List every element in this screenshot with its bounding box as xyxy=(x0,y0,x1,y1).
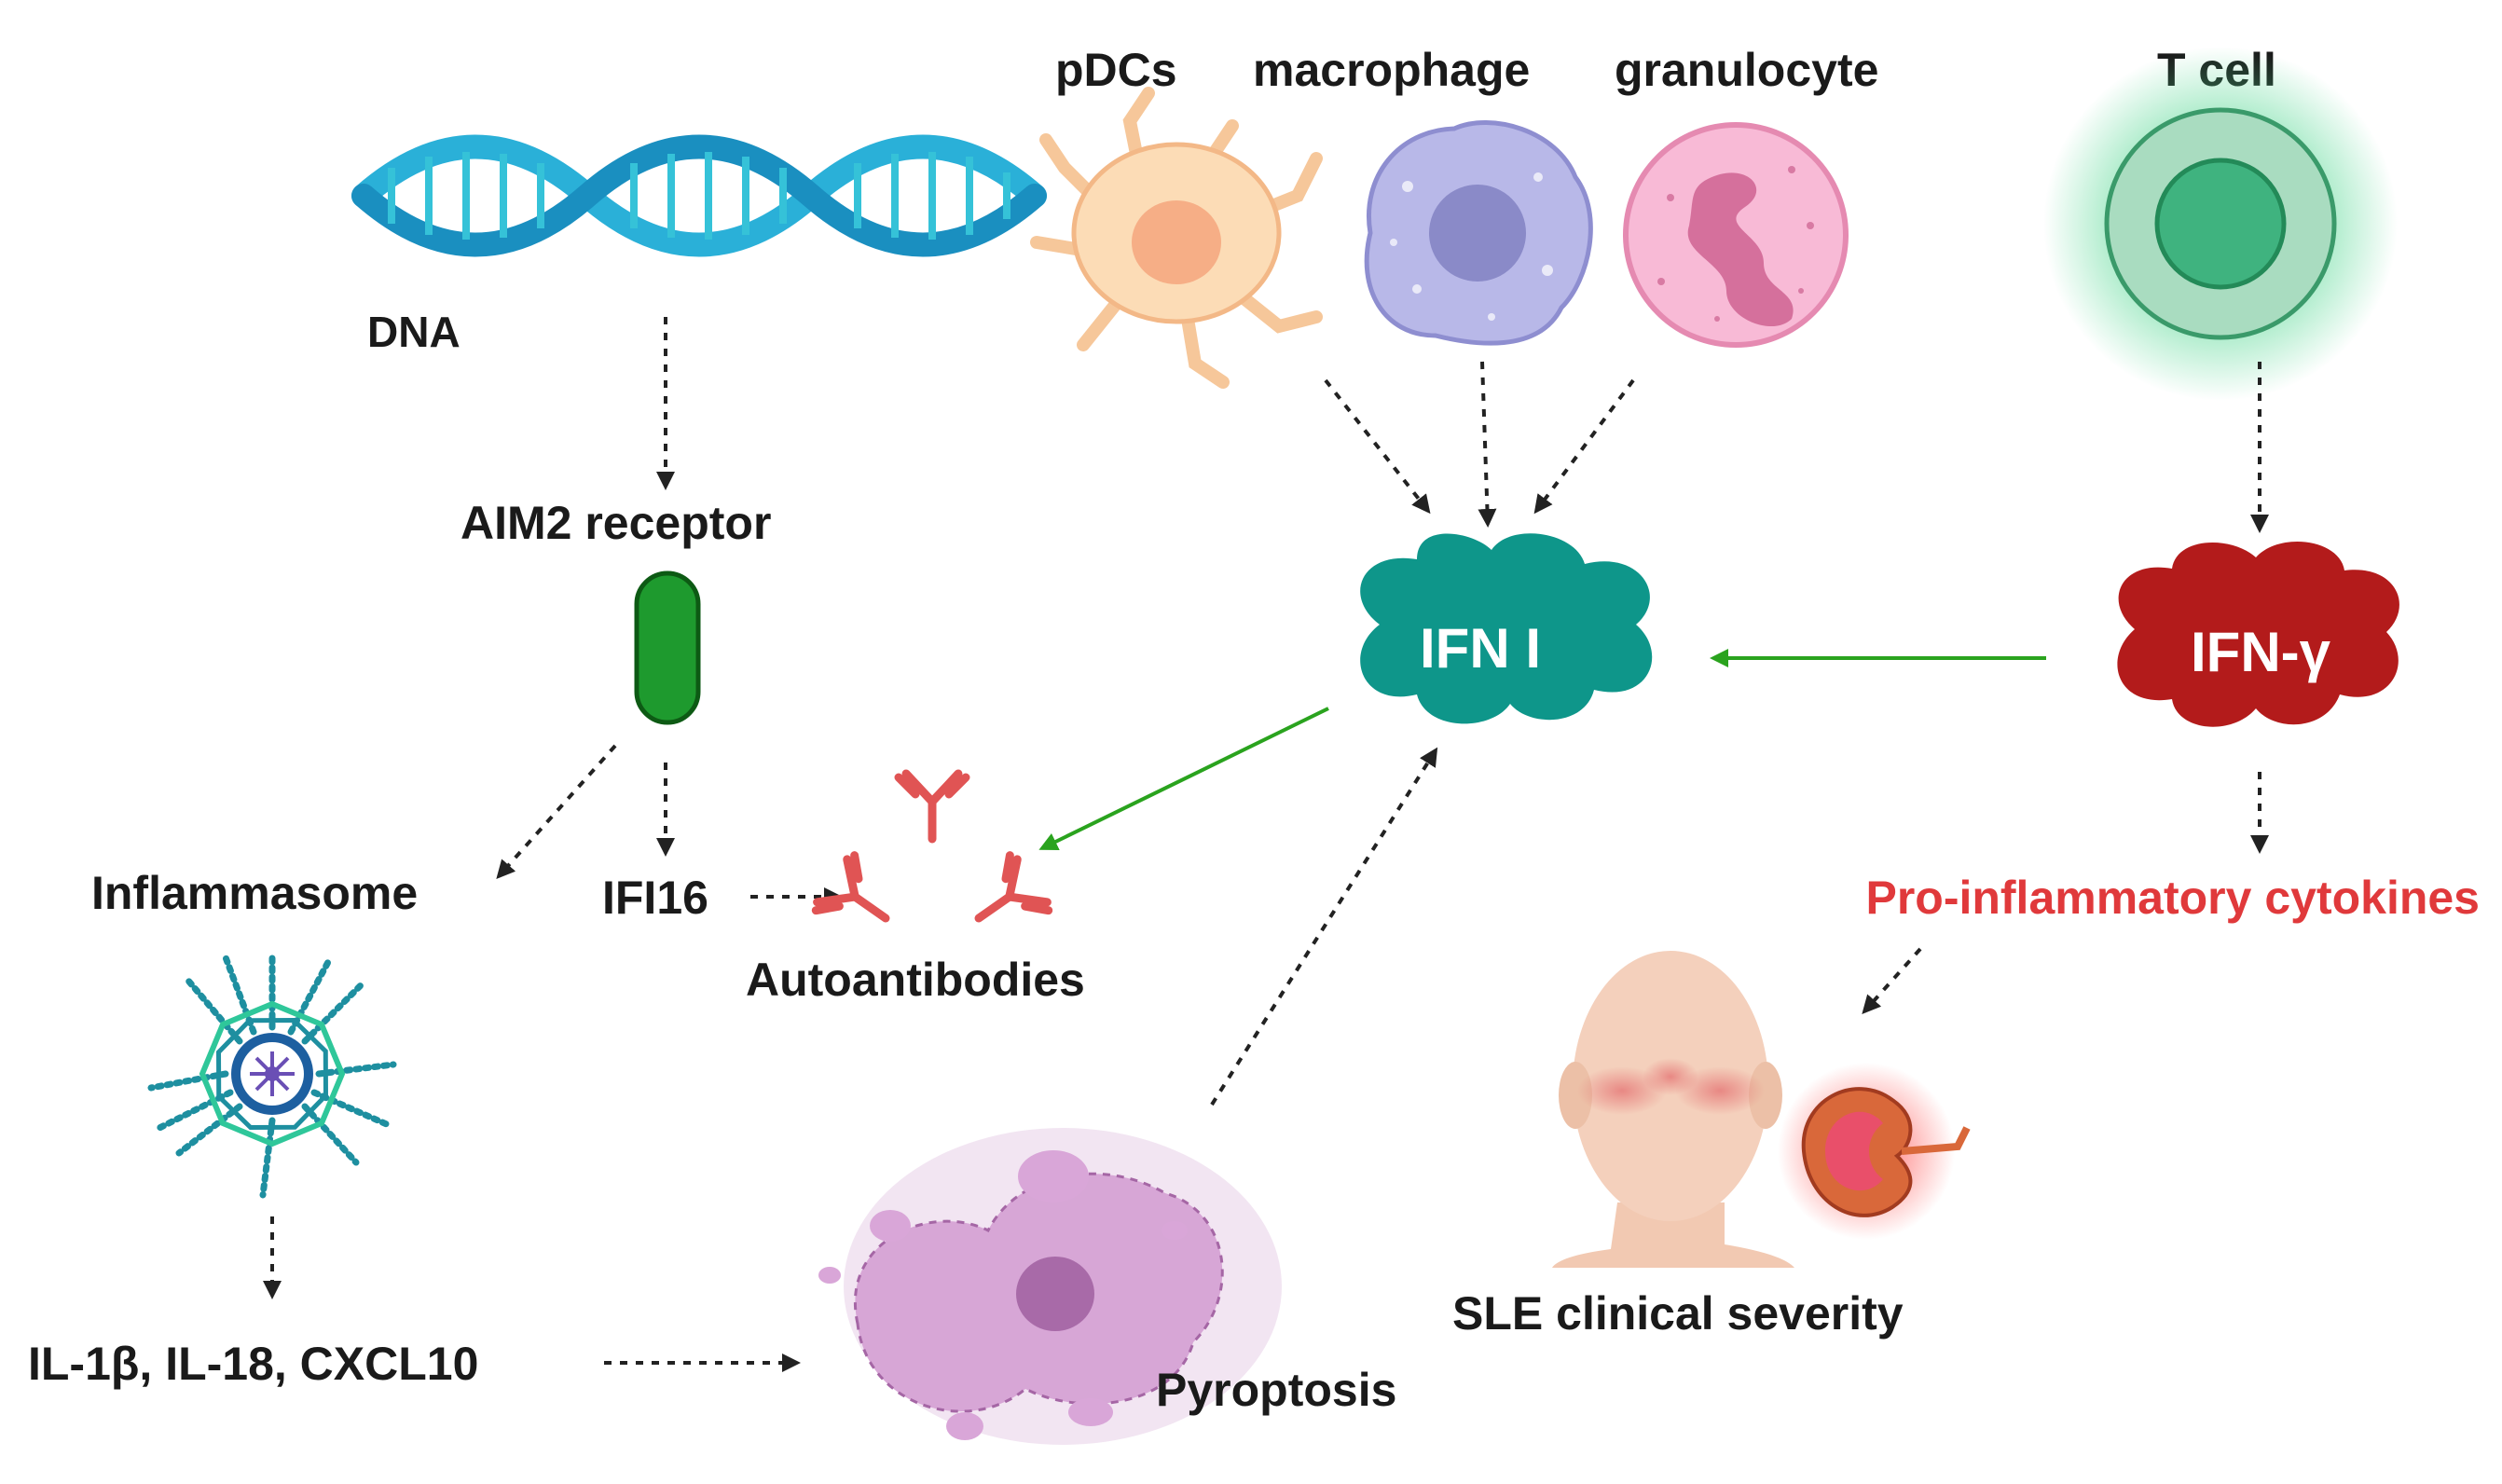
macrophage-icon xyxy=(1364,120,1593,346)
ifn1-cloud xyxy=(1360,533,1653,724)
antibody-icon xyxy=(811,769,1053,923)
proinflam-label: Pro-inflammatory cytokines xyxy=(1865,872,2480,924)
receptor-capsule-icon xyxy=(634,570,701,725)
arrow-macrophage-to-ifn1 xyxy=(1478,361,1497,528)
autoantibodies-label: Autoantibodies xyxy=(746,954,1085,1006)
pyroptotic-cell-icon xyxy=(818,1128,1282,1445)
granulocyte-label: granulocyte xyxy=(1615,44,1878,96)
inflammasome-icon xyxy=(147,949,397,1199)
ifi16-label: IFI16 xyxy=(602,872,708,924)
il-cytokines-label: IL-1β, IL-18, CXCL10 xyxy=(28,1338,478,1390)
ifng-cloud xyxy=(2117,542,2399,727)
arrow-pdcs-to-ifn1 xyxy=(1324,378,1431,515)
t-cell-icon xyxy=(2043,47,2398,401)
inflammasome-label: Inflammasome xyxy=(91,867,418,919)
dna-helix-icon xyxy=(351,134,1047,257)
arrow-granulocyte-to-ifn1 xyxy=(1533,378,1635,515)
granulocyte-icon xyxy=(1623,122,1849,348)
pyroptosis-label: Pyroptosis xyxy=(1156,1364,1396,1416)
arrow-proinflam-to-sle xyxy=(1862,947,1922,1014)
ifn1-label: IFN I xyxy=(1420,617,1541,680)
arrow-pyroptosis-to-ifn1 xyxy=(1210,747,1438,1106)
macrophage-label: macrophage xyxy=(1253,44,1530,96)
arrow-aim2-to-inflammasome xyxy=(496,744,617,879)
patient-rash-kidney-icon xyxy=(1552,951,1971,1268)
arrow-ifn1-to-autoantibodies xyxy=(1038,707,1329,850)
pdcs-label: pDCs xyxy=(1055,44,1177,96)
aim2-label: AIM2 receptor xyxy=(461,497,771,549)
sle-label: SLE clinical severity xyxy=(1452,1287,1904,1340)
dendritic-cell-icon xyxy=(1030,87,1323,389)
ifng-label: IFN-γ xyxy=(2191,621,2331,683)
dna-label: DNA xyxy=(367,308,461,356)
